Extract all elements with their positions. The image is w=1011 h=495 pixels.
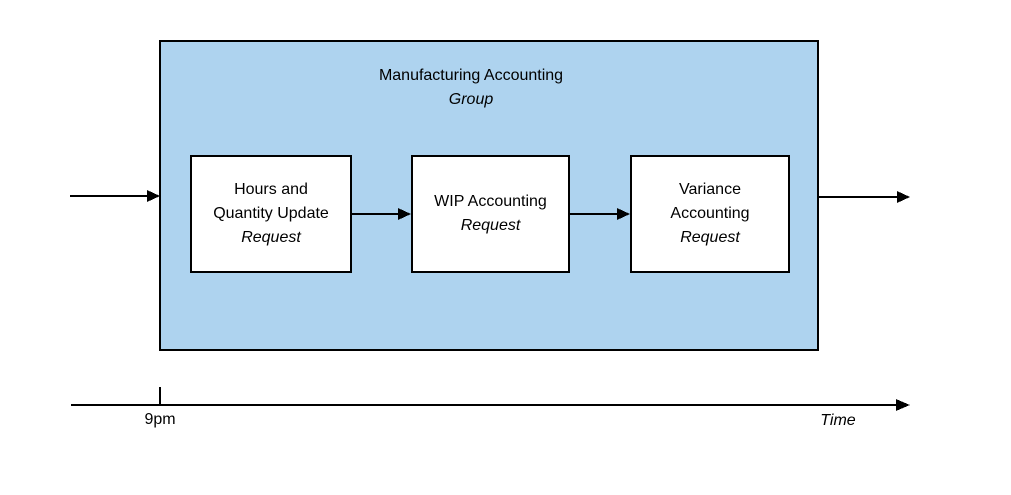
node-label-line: Hours and [234, 181, 308, 198]
node-wip-accounting: WIP Accounting Request [411, 155, 570, 273]
timeline-axis [71, 387, 910, 411]
group-title-block: Manufacturing Accounting Group [161, 64, 781, 112]
exit-arrow [819, 191, 910, 203]
node-hours-quantity-update: Hours and Quantity Update Request [190, 155, 352, 273]
node-emphasis-label: Request [460, 217, 521, 234]
node-emphasis-label: Request [241, 229, 301, 246]
timeline-axis-label: Time [820, 412, 856, 429]
node-variance-accounting: Variance Accounting Request [630, 155, 790, 273]
group-title: Manufacturing Accounting [378, 67, 564, 84]
node-label-line: Variance [679, 181, 741, 198]
node-emphasis-label: Request [680, 229, 740, 246]
timeline-arrowhead-icon [896, 399, 910, 411]
exit-arrowhead-icon [897, 191, 910, 203]
timeline-tick-label: 9pm [144, 411, 176, 428]
group-subtitle: Group [448, 91, 494, 108]
node-label-line: Accounting [670, 205, 750, 222]
node-label-line: WIP Accounting [434, 193, 547, 210]
entry-arrow [70, 190, 160, 202]
node-label-line: Quantity Update [213, 205, 329, 222]
